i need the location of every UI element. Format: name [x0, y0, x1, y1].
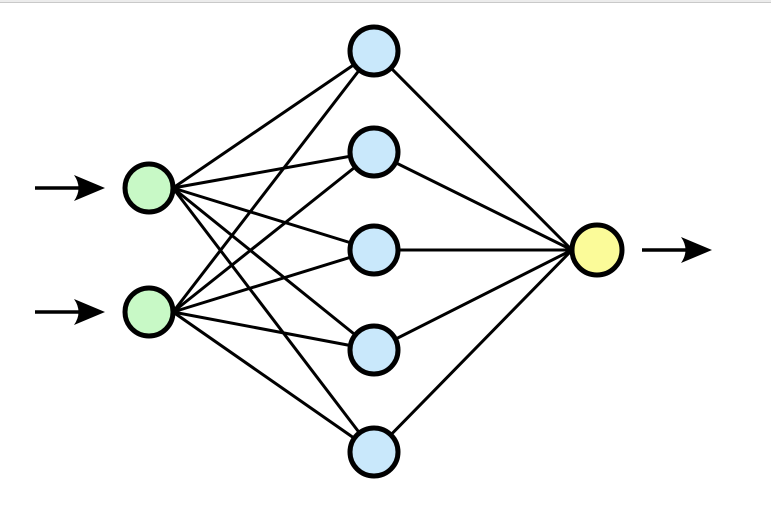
edge-h4-o1 [373, 248, 573, 352]
top-border-bar [0, 0, 771, 3]
edge-i2-h3 [172, 248, 375, 314]
hidden-node-2 [347, 125, 401, 179]
edge-h2-o1 [373, 150, 573, 252]
output-node-1 [569, 222, 625, 278]
edge-i2-h2 [172, 150, 375, 314]
edge-i1-h1 [172, 49, 375, 190]
hidden-node-1 [347, 24, 401, 78]
edge-i1-h5 [171, 187, 376, 453]
edge-i2-h5 [172, 310, 375, 454]
hidden-node-3 [347, 223, 401, 277]
output-arrow-1-head [681, 237, 712, 263]
input-node-1 [122, 161, 176, 215]
edge-h5-o1 [372, 248, 574, 454]
edge-i1-h2 [172, 150, 375, 190]
hidden-node-4 [347, 323, 401, 377]
input-arrow-1-head [74, 175, 105, 201]
input-node-2 [122, 285, 176, 339]
edge-i1-h3 [172, 186, 375, 252]
edge-i2-h4 [172, 310, 375, 352]
edge-h1-o1 [372, 49, 574, 252]
edge-i2-h1 [171, 50, 376, 313]
edge-i1-h4 [172, 186, 375, 352]
hidden-node-5 [347, 425, 401, 479]
input-arrow-2-head [74, 299, 105, 325]
